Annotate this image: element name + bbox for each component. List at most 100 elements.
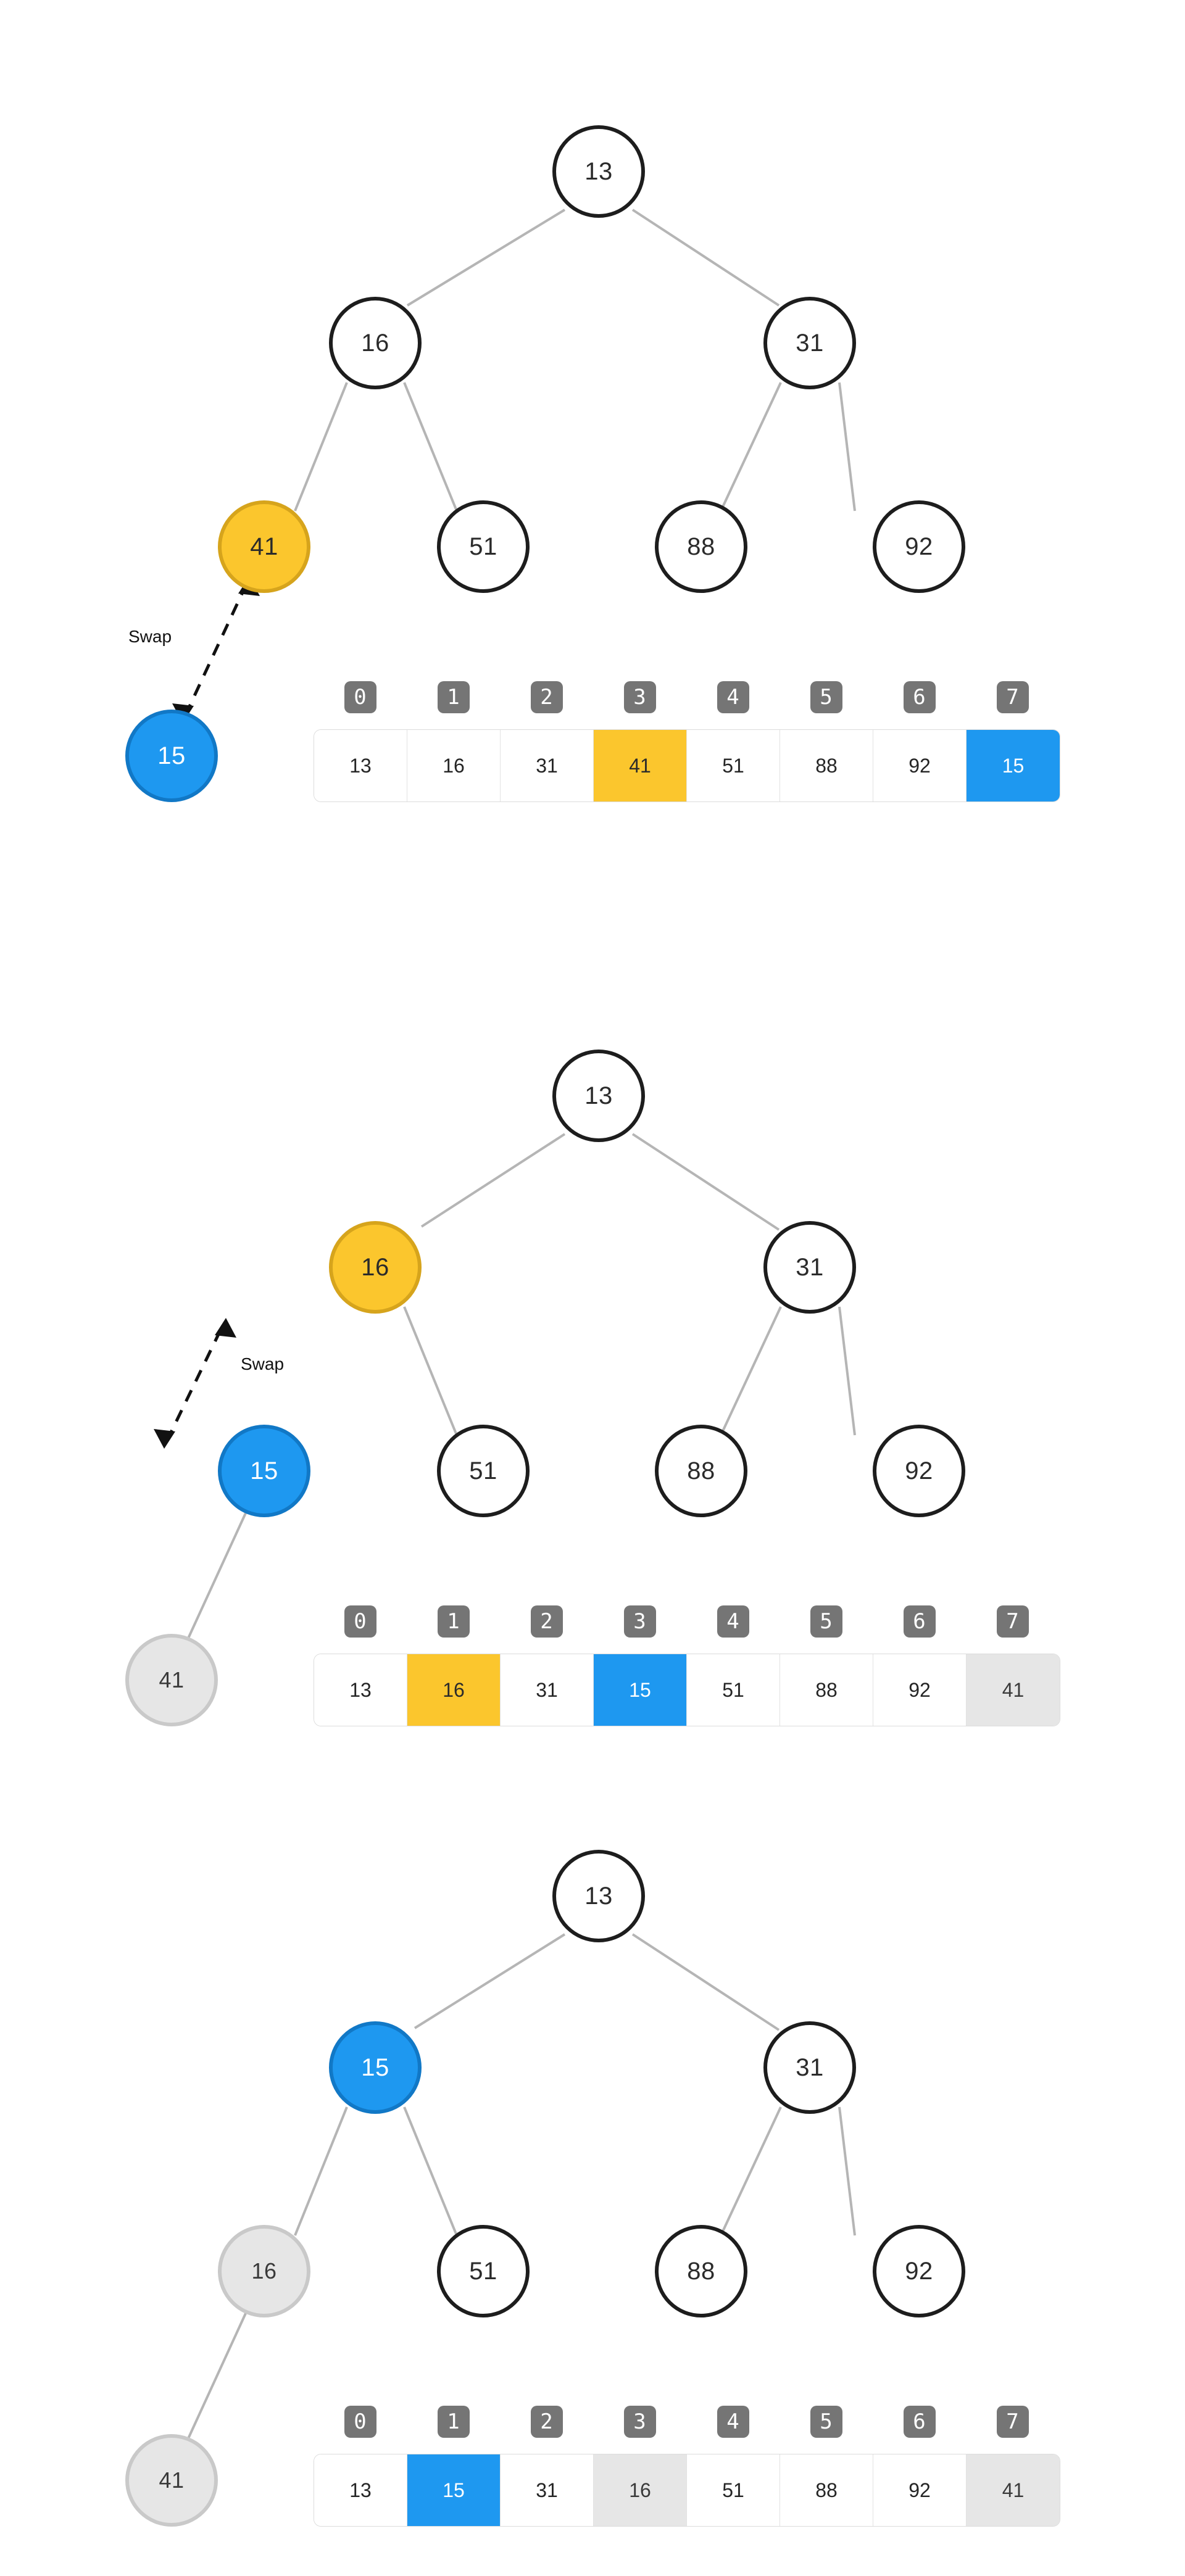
step-1-panel: 13 16 31 41 51 88 92 15 Swap 0 1 2 3 4 5… bbox=[0, 0, 1185, 864]
array-cell-6[interactable]: 92 bbox=[873, 730, 967, 801]
index-cell: 6 bbox=[873, 681, 966, 713]
index-badge-4: 4 bbox=[717, 681, 749, 713]
index-cell: 1 bbox=[407, 681, 500, 713]
index-badge-1: 1 bbox=[437, 681, 470, 713]
tree-node-13[interactable]: 13 bbox=[552, 1050, 645, 1142]
array-cell-1[interactable]: 15 bbox=[407, 2454, 501, 2526]
array-cell-6[interactable]: 92 bbox=[873, 1654, 967, 1726]
array-cell-0[interactable]: 13 bbox=[314, 730, 407, 801]
array-cell-5[interactable]: 88 bbox=[780, 730, 873, 801]
array-cell-3[interactable]: 16 bbox=[594, 2454, 687, 2526]
index-badge-2: 2 bbox=[530, 1605, 563, 1638]
swap-label: Swap bbox=[128, 627, 172, 646]
index-badge-4: 4 bbox=[717, 1605, 749, 1638]
index-badge-3: 3 bbox=[623, 681, 656, 713]
tree-node-51[interactable]: 51 bbox=[437, 1425, 530, 1517]
array-cell-0[interactable]: 13 bbox=[314, 1654, 407, 1726]
index-cell: 2 bbox=[500, 2406, 593, 2438]
step-1-edges bbox=[172, 209, 856, 723]
array-cell-0[interactable]: 13 bbox=[314, 2454, 407, 2526]
index-cell: 4 bbox=[686, 2406, 780, 2438]
tree-node-92[interactable]: 92 bbox=[873, 1425, 965, 1517]
index-cell: 4 bbox=[686, 681, 780, 713]
tree-node-92[interactable]: 92 bbox=[873, 500, 965, 593]
array-index-row: 0 1 2 3 4 5 6 7 bbox=[314, 681, 1059, 713]
index-cell: 7 bbox=[966, 1605, 1059, 1638]
array-cell-4[interactable]: 51 bbox=[687, 1654, 780, 1726]
step-3-panel: 13 15 31 16 51 88 92 41 0 1 2 3 4 5 6 7 bbox=[0, 1725, 1185, 2555]
index-cell: 0 bbox=[314, 2406, 407, 2438]
index-badge-7: 7 bbox=[996, 681, 1029, 713]
tree-node-16[interactable]: 16 bbox=[218, 2225, 310, 2317]
array-index-row: 0 1 2 3 4 5 6 7 bbox=[314, 2406, 1059, 2438]
index-badge-3: 3 bbox=[623, 2406, 656, 2438]
step-3-canvas: 13 15 31 16 51 88 92 41 0 1 2 3 4 5 6 7 bbox=[0, 1725, 1185, 2576]
tree-node-31[interactable]: 31 bbox=[763, 297, 856, 389]
index-cell: 3 bbox=[593, 1605, 686, 1638]
tree-node-51[interactable]: 51 bbox=[437, 2225, 530, 2317]
array-cell-4[interactable]: 51 bbox=[687, 730, 780, 801]
tree-node-51[interactable]: 51 bbox=[437, 500, 530, 593]
index-cell: 0 bbox=[314, 1605, 407, 1638]
array-cell-5[interactable]: 88 bbox=[780, 2454, 873, 2526]
index-cell: 6 bbox=[873, 1605, 966, 1638]
tree-node-88[interactable]: 88 bbox=[655, 1425, 747, 1517]
tree-node-13[interactable]: 13 bbox=[552, 1850, 645, 1942]
index-cell: 0 bbox=[314, 681, 407, 713]
tree-node-31[interactable]: 31 bbox=[763, 1221, 856, 1314]
index-cell: 2 bbox=[500, 681, 593, 713]
array-cells-row: 13 15 31 16 51 88 92 41 bbox=[314, 2454, 1060, 2527]
index-cell: 4 bbox=[686, 1605, 780, 1638]
index-badge-5: 5 bbox=[810, 2406, 842, 2438]
step-2-edges bbox=[154, 1133, 856, 1646]
index-cell: 3 bbox=[593, 2406, 686, 2438]
index-badge-4: 4 bbox=[717, 2406, 749, 2438]
index-cell: 5 bbox=[780, 681, 873, 713]
array-cell-2[interactable]: 31 bbox=[501, 1654, 594, 1726]
array-index-row: 0 1 2 3 4 5 6 7 bbox=[314, 1605, 1059, 1638]
index-cell: 7 bbox=[966, 2406, 1059, 2438]
index-badge-5: 5 bbox=[810, 681, 842, 713]
index-badge-1: 1 bbox=[437, 2406, 470, 2438]
array-cell-2[interactable]: 31 bbox=[501, 730, 594, 801]
tree-node-16[interactable]: 16 bbox=[329, 1221, 422, 1314]
index-badge-6: 6 bbox=[903, 2406, 936, 2438]
tree-node-41[interactable]: 41 bbox=[218, 500, 310, 593]
tree-node-41[interactable]: 41 bbox=[125, 1634, 218, 1726]
index-badge-3: 3 bbox=[623, 1605, 656, 1638]
tree-node-15[interactable]: 15 bbox=[218, 1425, 310, 1517]
tree-node-92[interactable]: 92 bbox=[873, 2225, 965, 2317]
tree-node-88[interactable]: 88 bbox=[655, 500, 747, 593]
step-1-canvas: 13 16 31 41 51 88 92 15 Swap 0 1 2 3 4 5… bbox=[0, 0, 1185, 851]
array-cells-row: 13 16 31 15 51 88 92 41 bbox=[314, 1654, 1060, 1726]
index-badge-0: 0 bbox=[344, 1605, 376, 1638]
tree-node-16[interactable]: 16 bbox=[329, 297, 422, 389]
index-cell: 3 bbox=[593, 681, 686, 713]
tree-node-13[interactable]: 13 bbox=[552, 125, 645, 218]
tree-node-15[interactable]: 15 bbox=[329, 2021, 422, 2114]
array-cell-1[interactable]: 16 bbox=[407, 1654, 501, 1726]
index-badge-7: 7 bbox=[996, 1605, 1029, 1638]
tree-node-15[interactable]: 15 bbox=[125, 710, 218, 802]
array-cell-7[interactable]: 41 bbox=[967, 1654, 1060, 1726]
tree-node-41[interactable]: 41 bbox=[125, 2434, 218, 2527]
array-cell-3[interactable]: 15 bbox=[594, 1654, 687, 1726]
index-badge-2: 2 bbox=[530, 2406, 563, 2438]
index-badge-5: 5 bbox=[810, 1605, 842, 1638]
index-cell: 6 bbox=[873, 2406, 966, 2438]
array-cell-1[interactable]: 16 bbox=[407, 730, 501, 801]
array-cell-5[interactable]: 88 bbox=[780, 1654, 873, 1726]
step-3-edges bbox=[184, 1933, 856, 2446]
array-cell-7[interactable]: 41 bbox=[967, 2454, 1060, 2526]
array-cell-6[interactable]: 92 bbox=[873, 2454, 967, 2526]
index-badge-0: 0 bbox=[344, 681, 376, 713]
tree-node-31[interactable]: 31 bbox=[763, 2021, 856, 2114]
tree-node-88[interactable]: 88 bbox=[655, 2225, 747, 2317]
array-cell-2[interactable]: 31 bbox=[501, 2454, 594, 2526]
array-cell-3[interactable]: 41 bbox=[594, 730, 687, 801]
array-cell-4[interactable]: 51 bbox=[687, 2454, 780, 2526]
index-cell: 7 bbox=[966, 681, 1059, 713]
swap-label: Swap bbox=[241, 1354, 285, 1373]
index-cell: 1 bbox=[407, 2406, 500, 2438]
array-cell-7[interactable]: 15 bbox=[967, 730, 1060, 801]
